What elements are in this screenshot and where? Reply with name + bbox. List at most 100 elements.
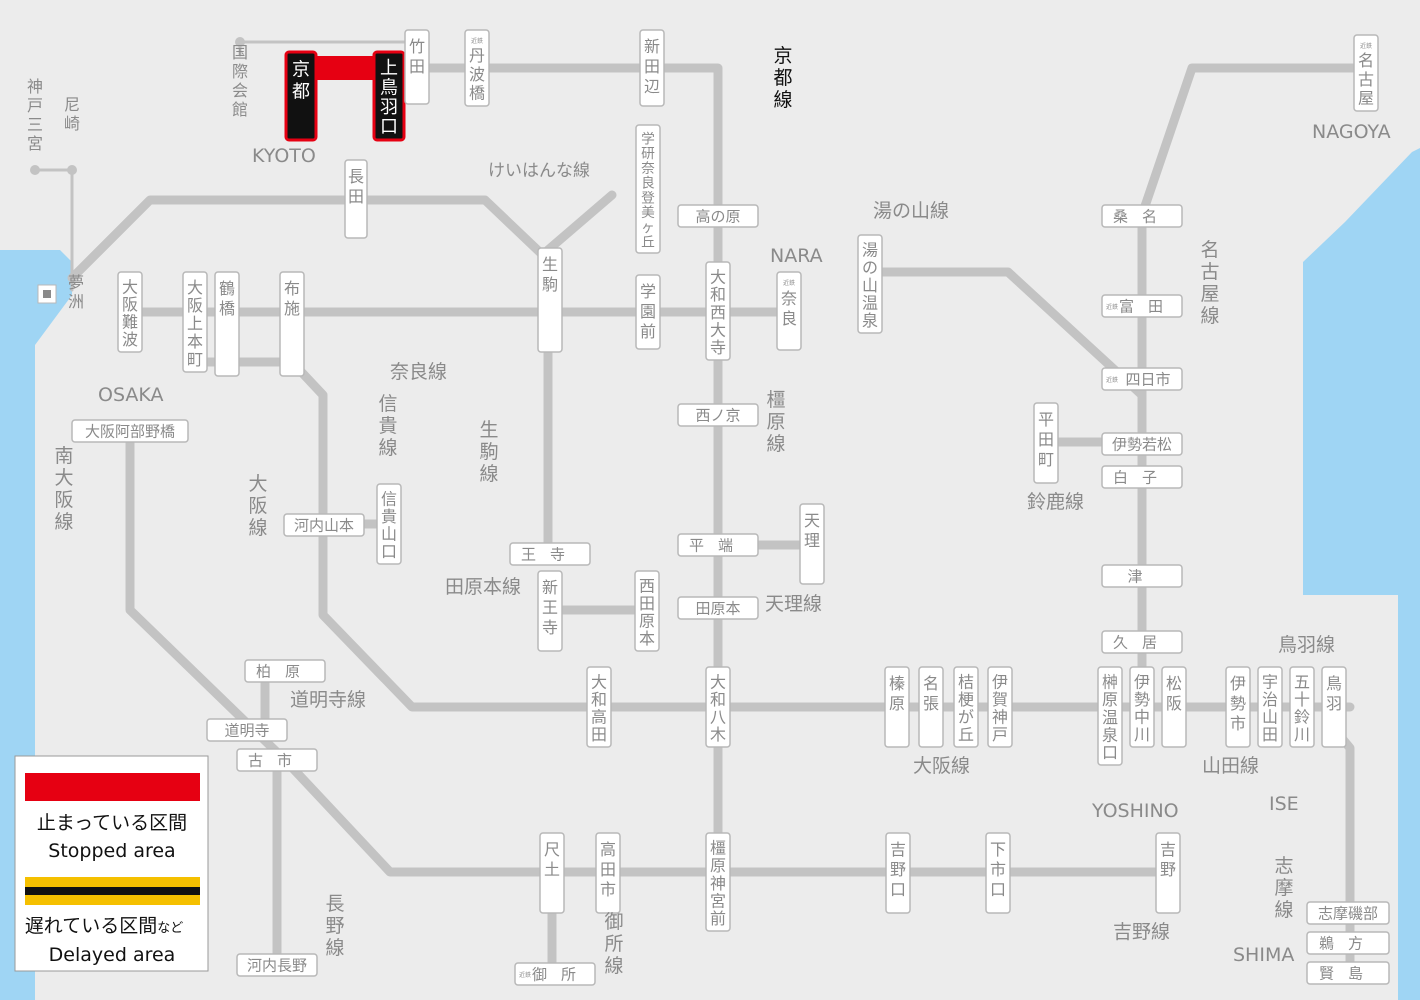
region-label-nara: NARA <box>770 245 823 267</box>
station-toba[interactable]: 鳥羽 <box>1321 666 1347 748</box>
kintetsu-badge: 近鉄 <box>1106 376 1118 384</box>
station-osakanamba[interactable]: 大阪難波 <box>117 271 143 353</box>
station-takanohara[interactable]: 高の原 <box>677 204 759 228</box>
station-nishitawaramoto[interactable]: 西田原本 <box>634 570 660 652</box>
station-kawachinagano[interactable]: 河内長野 <box>236 953 318 977</box>
station-tawaramoto[interactable]: 田原本 <box>677 596 759 620</box>
station-sakakibaraonsenguchi[interactable]: 榊原温泉口 <box>1097 666 1123 766</box>
legend-stopped-jp: 止まっている区間 <box>37 812 187 834</box>
station-ugata[interactable]: 鵜方 <box>1306 931 1390 955</box>
station-tenri[interactable]: 天理 <box>799 503 825 585</box>
station-box <box>1101 564 1183 588</box>
station-yamatotakada[interactable]: 大和高田 <box>586 666 612 748</box>
station-kamitobaguchi[interactable]: 上鳥羽口 <box>372 50 406 142</box>
station-hirahata[interactable]: 平端 <box>677 533 759 557</box>
station-osakauehommachi[interactable]: 大阪上本町 <box>182 271 208 373</box>
station-saidaijinishinokyo[interactable]: 西ノ京 <box>677 403 759 427</box>
station-hiratacho[interactable]: 平田町 <box>1033 402 1059 484</box>
station-domyoji[interactable]: 道明寺 <box>206 718 288 742</box>
station-yokkaichi[interactable]: 近鉄四日市 <box>1101 367 1183 391</box>
station-name: 学研奈良登美ヶ丘 <box>641 131 655 250</box>
station-name: 学園前 <box>640 282 656 341</box>
station-name: 生駒 <box>542 255 558 294</box>
station-box <box>1257 666 1283 748</box>
station-tomida[interactable]: 近鉄富田 <box>1101 294 1183 318</box>
station-kashiwara[interactable]: 柏原 <box>244 659 326 683</box>
station-haibara[interactable]: 榛原 <box>884 666 910 748</box>
station-kashiharajingumae[interactable]: 橿原神宮前 <box>705 832 731 932</box>
station-shinoji[interactable]: 新王寺 <box>537 570 563 652</box>
station-igakambe[interactable]: 伊賀神戸 <box>987 666 1013 748</box>
station-shiroko[interactable]: 白子 <box>1101 465 1183 489</box>
station-name: 名古屋 <box>1358 51 1374 107</box>
station-box <box>236 748 318 772</box>
station-box <box>539 832 565 914</box>
station-yunoyamaonsen[interactable]: 湯の山温泉 <box>857 234 883 334</box>
station-shimaisobe[interactable]: 志摩磯部 <box>1306 901 1390 925</box>
station-hisai[interactable]: 久居 <box>1101 630 1183 654</box>
station-osakaabenobashi[interactable]: 大阪阿部野橋 <box>71 419 189 443</box>
station-name: 西ノ京 <box>695 406 740 424</box>
station-box <box>344 159 368 239</box>
station-takeda[interactable]: 竹田 <box>404 29 430 105</box>
station-gakuenmae[interactable]: 学園前 <box>635 274 661 350</box>
station-yoshino[interactable]: 吉野 <box>1155 832 1181 914</box>
station-shigisanguchi[interactable]: 信貴山口 <box>376 483 402 565</box>
line-label-domyoji: 道明寺線 <box>290 689 366 711</box>
station-ikoma[interactable]: 生駒 <box>537 247 563 353</box>
station-name: 京都 <box>292 60 310 103</box>
station-furuichi[interactable]: 古市 <box>236 748 318 772</box>
station-kawachiyamamoto[interactable]: 河内山本 <box>283 513 365 537</box>
station-box <box>284 50 318 142</box>
station-name: 竹田 <box>409 37 425 76</box>
station-yoshinoguchi[interactable]: 吉野口 <box>885 832 911 914</box>
station-kyoto[interactable]: 京都 <box>284 50 318 142</box>
station-name: 吉野口 <box>890 840 906 899</box>
station-name: 高田市 <box>600 840 616 899</box>
station-box <box>283 513 365 537</box>
kobe-dot <box>30 165 40 175</box>
station-gakkenaratomigaoka[interactable]: 学研奈良登美ヶ丘 <box>635 124 661 254</box>
station-shintanabe[interactable]: 新田辺 <box>639 29 665 107</box>
station-isuzugawa[interactable]: 五十鈴川 <box>1289 666 1315 748</box>
station-isewakamatsu[interactable]: 伊勢若松 <box>1101 432 1183 456</box>
station-fuse[interactable]: 布施 <box>279 271 305 377</box>
station-tsu[interactable]: 津 <box>1101 564 1183 588</box>
station-yamatoyagi[interactable]: 大和八木 <box>705 666 731 748</box>
station-shakudo[interactable]: 尺土 <box>539 832 565 914</box>
station-kuwana[interactable]: 桑名 <box>1101 204 1183 228</box>
line-label-nara: 奈良線 <box>390 361 447 383</box>
station-iseshikawa[interactable]: 伊勢中川 <box>1129 666 1155 748</box>
station-oji[interactable]: 王寺 <box>509 542 591 566</box>
keihanna-tozai-track <box>543 190 617 255</box>
station-nabari[interactable]: 名張 <box>918 666 944 748</box>
station-kashikojima[interactable]: 賢島 <box>1306 961 1390 985</box>
station-yamatosaidaiji[interactable]: 大和西大寺 <box>705 261 731 361</box>
line-label-yoshino: 吉野線 <box>1113 921 1170 943</box>
station-kikyogaoka[interactable]: 桔梗が丘 <box>953 666 979 748</box>
station-box <box>537 570 563 652</box>
station-gose[interactable]: 近鉄御所 <box>514 962 596 986</box>
station-nagata[interactable]: 長田 <box>344 159 368 239</box>
station-iseshi[interactable]: 伊勢市 <box>1225 666 1251 748</box>
station-takadashi[interactable]: 高田市 <box>595 832 621 914</box>
kokusai-dot <box>235 37 245 47</box>
station-box <box>586 666 612 748</box>
station-name: 伊勢市 <box>1230 674 1246 733</box>
station-shimoichiguchi[interactable]: 下市口 <box>985 832 1011 914</box>
station-name: 古市 <box>248 751 306 769</box>
station-box <box>985 832 1011 914</box>
station-name: 津 <box>1127 567 1156 585</box>
station-matsusaka[interactable]: 松阪 <box>1161 666 1187 748</box>
station-ujiyamada[interactable]: 宇治山田 <box>1257 666 1283 748</box>
station-box <box>677 204 759 228</box>
station-box <box>1101 204 1183 228</box>
line-label-nagano: 長野線 <box>325 893 344 959</box>
station-name: 大阪阿部野橋 <box>85 422 175 440</box>
station-tsuruhashi[interactable]: 鶴橋 <box>214 271 240 377</box>
line-label-gose: 御所線 <box>604 911 623 977</box>
